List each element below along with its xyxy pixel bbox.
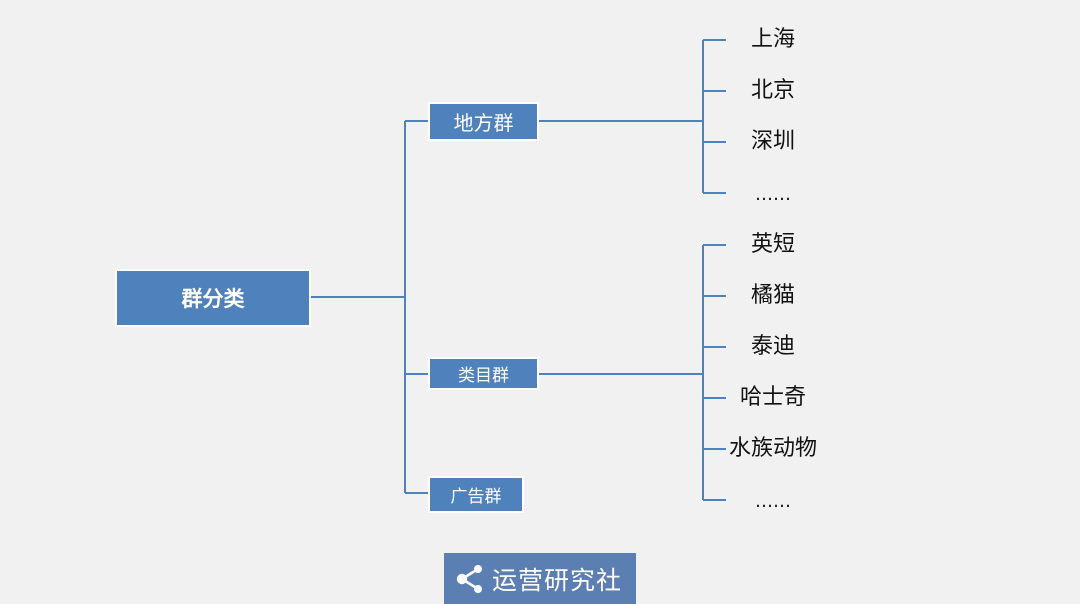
group-node-ads: 广告群 bbox=[430, 478, 522, 511]
brand-name: 运营研究社 bbox=[492, 565, 623, 595]
leaf-node: 橘猫 bbox=[750, 283, 795, 308]
leaf-node: 水族动物 bbox=[728, 436, 817, 461]
share-icon bbox=[450, 553, 490, 604]
leaf-node: 深圳 bbox=[750, 129, 795, 154]
leaf-node: 泰迪 bbox=[750, 334, 795, 359]
leaf-node: 英短 bbox=[750, 232, 795, 257]
leaf-node: 哈士奇 bbox=[739, 385, 806, 410]
leaf-node: 北京 bbox=[750, 78, 795, 103]
brand-badge: 运营研究社 bbox=[444, 553, 636, 604]
leaf-node: 上海 bbox=[750, 27, 795, 52]
leaf-node-ellipsis: …… bbox=[755, 184, 791, 205]
root-node: 群分类 bbox=[117, 271, 309, 325]
leaf-node-ellipsis: …… bbox=[755, 491, 791, 512]
group-node-category: 类目群 bbox=[430, 359, 537, 388]
group-node-local: 地方群 bbox=[430, 104, 537, 139]
